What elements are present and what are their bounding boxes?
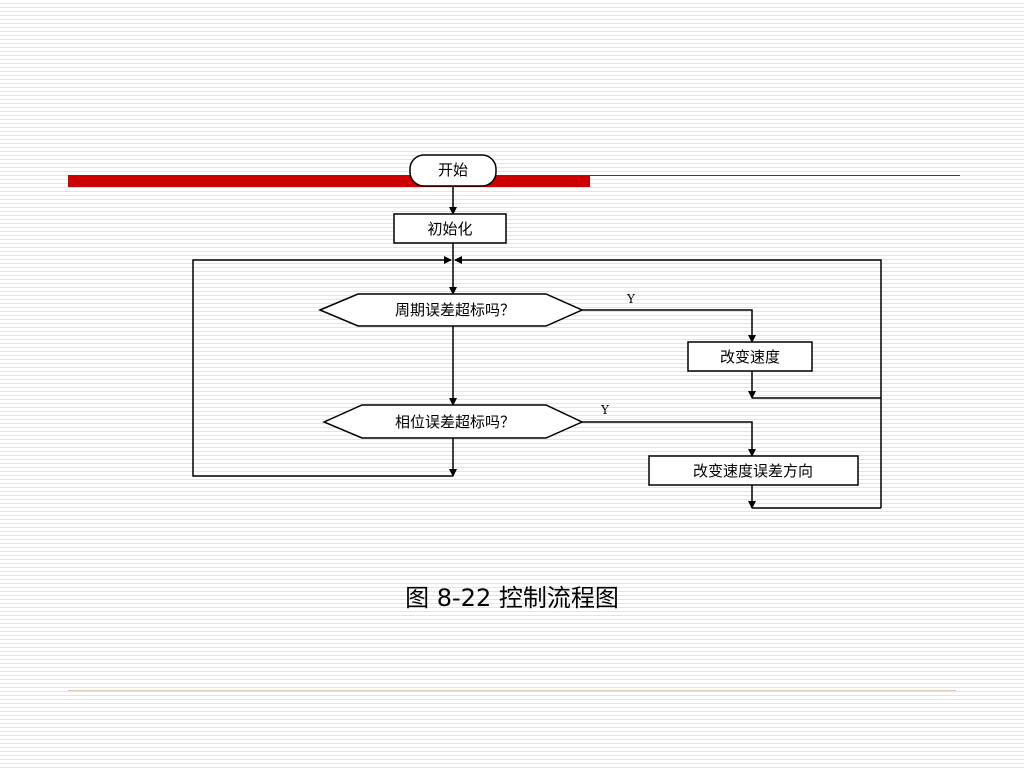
header-red-line [590, 175, 960, 176]
init-label: 初始化 [427, 220, 472, 238]
yes-label-period: Y [626, 292, 636, 306]
loop-right-return [454, 256, 882, 508]
footer-divider [68, 690, 956, 691]
start-terminal [409, 154, 497, 187]
decision-period-label: 周期误差超标吗？ [395, 301, 515, 319]
loop-left-return [192, 256, 453, 477]
init-process-box [393, 213, 507, 244]
change-speed-box [687, 341, 813, 372]
arrow-period-yes-to-speed [582, 309, 756, 343]
decision-phase-label: 相位误差超标吗？ [395, 413, 515, 431]
start-label: 开始 [438, 161, 468, 179]
figure-caption: 图 8-22 控制流程图 [405, 584, 619, 612]
decision-period-error [318, 293, 584, 327]
arrow-phase-yes-to-direction [582, 421, 756, 457]
yes-label-phase: Y [600, 403, 610, 417]
change-speed-label: 改变速度 [720, 348, 780, 366]
change-direction-box [648, 455, 859, 486]
change-direction-label: 改变速度误差方向 [693, 462, 813, 480]
decision-phase-error [322, 404, 584, 439]
